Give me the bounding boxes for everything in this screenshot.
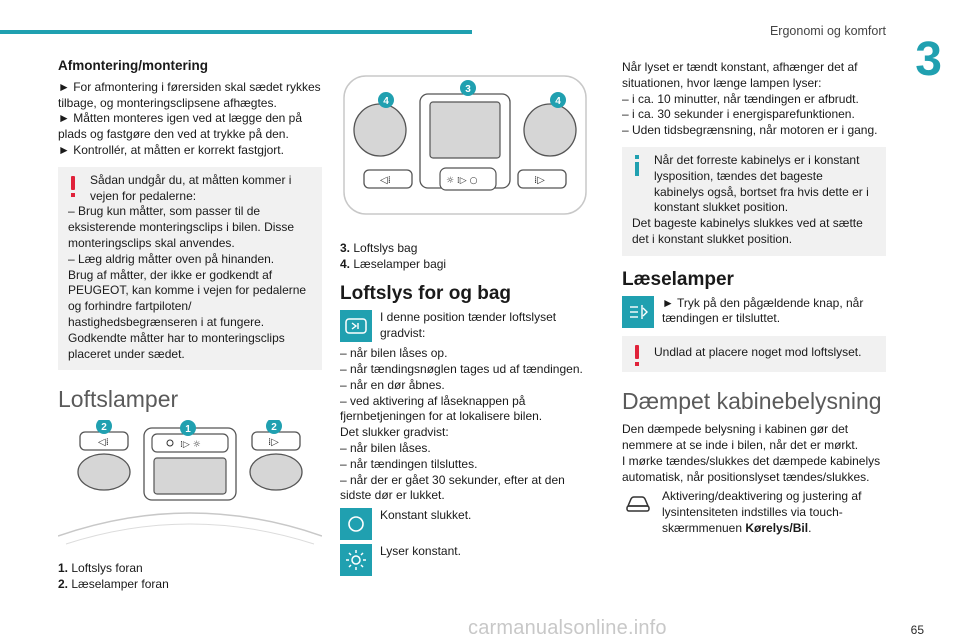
reading-lamp-icon [622,295,654,328]
list-item: 1. Loftslys foran [58,560,143,575]
line: – når tændingen tilsluttes. [340,456,478,471]
warning-box-mats: Sådan undgår du, at måtten kommer i veje… [58,166,322,371]
list-item: 3. Loftslys bag [340,240,418,255]
car-icon [622,489,654,517]
list-item: 4. Læselamper bagi [340,256,447,271]
line: – når bilen låses op. [340,346,448,361]
line: – når tændingsnøglen tages ud af tænding… [340,361,583,376]
line: – Uden tidsbegrænsning, når motoren er i… [622,123,878,138]
sun-icon [340,544,372,577]
intro-first: I denne position tænder loftslyset gradv… [380,310,557,340]
info-first: Når det forreste kabinelys er i konstant… [654,152,869,215]
svg-text:◁⁞: ◁⁞ [98,437,109,448]
header-accent-bar [0,30,472,34]
warning-line: – Brug kun måtter, som passer til de eks… [68,204,295,250]
section-title-mounting: Afmontering/montering [58,58,208,73]
line: – i ca. 30 sekunder i energisparefunktio… [622,107,855,122]
list-item: 2. Læselamper foran [58,576,169,591]
laeselamper-text: ► Tryk på den pågældende knap, når tændi… [662,295,864,326]
column-3: Når lyset er tændt konstant, afhænger de… [622,60,886,541]
svg-text:⁞▷: ⁞▷ [268,437,279,448]
callout-2-left: 2 [101,422,107,433]
warning-line: Godkendte måtter har to monteringsclips … [68,330,285,361]
warning-text: Undlad at placere noget mod loftslyset. [654,344,862,359]
line: – ved aktivering af låseknappen på fjern… [340,393,543,424]
daempet-p1: Den dæmpede belysning i kabinen gør det … [622,422,859,452]
daempet-p2: I mørke tændes/slukkes det dæmpede kabin… [622,453,881,484]
callout-4-right: 4 [555,96,561,107]
on-label: Lyser konstant. [380,544,461,559]
rear-roof-light-illustration: ◁⁞ ☼ ⁞▷ ○ ⁞▷ 4 3 4 [343,75,587,215]
line: – når bilen låses. [340,440,431,455]
watermark: carmanualsonline.info [468,617,667,639]
info-second: Det bageste kabinelys slukkes ved at sæt… [632,216,863,246]
heading-daempet: Dæmpet kabinebelysning [622,388,882,415]
heading-loftslamper: Loftslamper [58,386,179,413]
heading-loftslys-for-og-bag: Loftslys for og bag [340,283,511,305]
callout-3: 3 [465,84,471,95]
warning-line: Brug af måtter, der ikke er godkendt af … [68,267,307,329]
svg-text:⁞▷: ⁞▷ [534,175,545,186]
page-number: 65 [910,623,924,637]
line: – i ca. 10 minutter, når tændingen er af… [622,91,859,106]
warning-box-roof: Undlad at placere noget mod loftslyset. [622,335,886,373]
daempet-p3: Aktivering/deaktivering og justering af … [662,489,862,535]
off-label: Konstant slukket. [380,508,472,523]
step-3: ► Kontrollér, at måtten er korrekt fastg… [58,142,284,157]
line: Det slukker gradvist: [340,425,449,440]
off-circle-icon [340,508,372,541]
warning-icon [70,175,76,198]
front-legend: 1. Loftslys foran 2. Læselamper foran [58,561,322,593]
chapter-title: Ergonomi og komfort [769,24,886,38]
line: – når en dør åbnes. [340,377,445,392]
front-roof-light-illustration: ◁⁞ ⁞▷ ☼ ⁞▷ 2 1 2 [57,418,323,545]
warning-icon [634,344,640,367]
step-2: ► Måtten monteres igen ved at lægge den … [58,111,303,142]
info-box: Når det forreste kabinelys er i konstant… [622,146,886,256]
heading-laeselamper: Læselamper [622,268,734,290]
column-1: Afmontering/montering ► For afmontering … [57,58,323,593]
callout-1: 1 [185,424,191,435]
duration-intro: Når lyset er tændt konstant, afhænger de… [622,60,858,90]
warning-line: – Læg aldrig måtter oven på hinanden. [68,251,275,266]
rear-legend: 3. Loftslys bag 4. Læselamper bagi [340,241,590,273]
info-icon [634,154,640,177]
svg-text:⁞▷ ☼: ⁞▷ ☼ [180,440,201,450]
line: – når der er gået 30 sekunder, efter at … [340,472,565,503]
svg-text:◁⁞: ◁⁞ [380,175,391,186]
column-2: ◁⁞ ☼ ⁞▷ ○ ⁞▷ 4 3 4 3. Loftslys bag 4. Læ… [340,72,590,580]
callout-2-right: 2 [271,422,277,433]
warning-first: Sådan undgår du, at måtten kommer i veje… [90,172,292,203]
chapter-number: 3 [915,33,942,86]
step-1: ► For afmontering i førersiden skal sæde… [58,79,321,110]
door-mode-icon [340,310,372,343]
svg-text:☼ ⁞▷ ○: ☼ ⁞▷ ○ [446,176,478,186]
callout-4-left: 4 [383,96,389,107]
